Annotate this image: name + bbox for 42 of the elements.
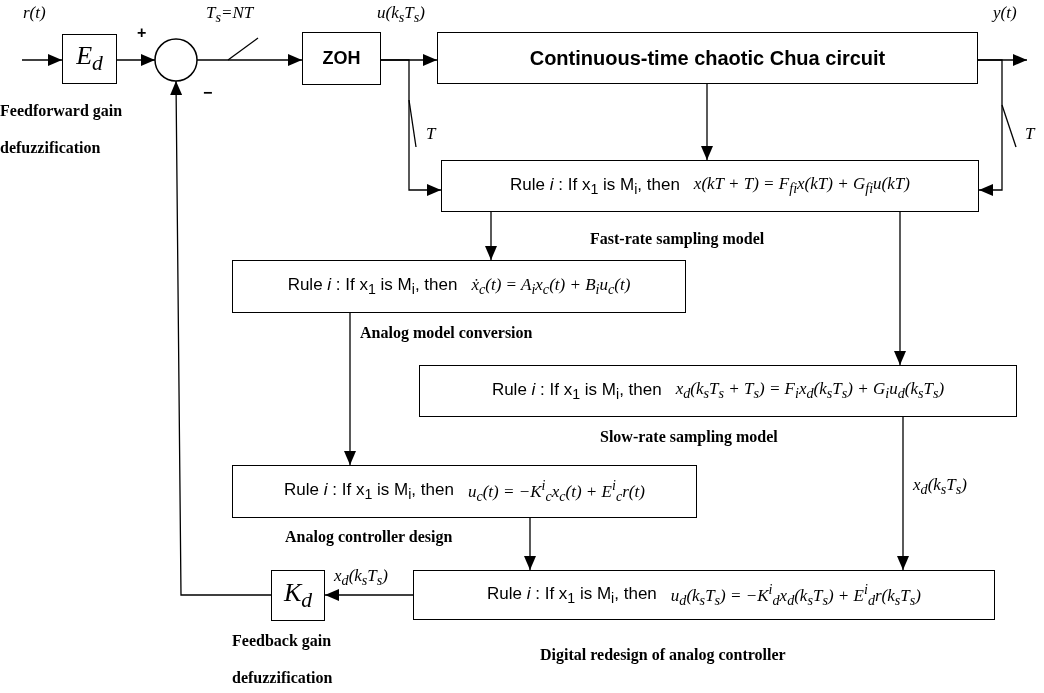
equation: u$_{c}$(t) = −K$^{i}$$_{c}$x$_{c}$(t) + E$^{i}$$_{c}$r(t) (467, 477, 645, 506)
arrow (897, 416, 909, 571)
arrow (21, 54, 63, 66)
plant-block (437, 32, 978, 84)
block-caption: Slow-rate sampling model (600, 427, 779, 448)
block-label: K$_{d}$ (283, 577, 313, 614)
arrow (170, 80, 272, 596)
block-label: Rule i : If x$_{1}$ is M$_{i}$, then (284, 480, 454, 503)
equation: u$_{d}$(k$_{s}$T$_{s}$) = −K$^{i}$$_{d}$x$_{d}$(k$_{s}$T$_{s}$) + E$^{i}$$_{d}$r(k$_{s}$T$_{s}$) (670, 580, 921, 609)
sign-label: + (137, 24, 147, 42)
arrow (524, 517, 536, 571)
block-caption: Fast-rate sampling model (590, 229, 766, 250)
arrow (380, 59, 442, 196)
block-caption: Feedforward gain defuzzification (0, 101, 124, 158)
edge-label: y(t) (992, 3, 1018, 23)
sign-label: − (203, 84, 213, 102)
block-label: ZOH (322, 48, 361, 69)
zoh-block (302, 32, 381, 85)
gain-block (271, 570, 325, 621)
block-caption: Feedback gain defuzzification (232, 631, 334, 688)
gain-block (62, 34, 117, 84)
arrow (485, 211, 497, 261)
arrow (196, 54, 303, 66)
block-label: E$_{d}$ (76, 41, 103, 77)
block-caption: Analog controller design (285, 527, 454, 548)
equation: x(kT + T) = F$_{fi}$x(kT) + G$_{fi}$u(kT) (693, 174, 910, 198)
block-label: Rule i : If x$_{1}$ is M$_{i}$, then (487, 583, 657, 607)
block-caption: Digital redesign of analog controller (540, 645, 787, 666)
block-label: Rule i : If x$_{1}$ is M$_{i}$, then (287, 275, 458, 298)
edge-label: r(t) (22, 3, 47, 23)
equation: x$_{d}$(k$_{s}$T$_{s}$ + T$_{s}$) = F$_{i}$x$_{d}$(k$_{s}$T$_{s}$) + G$_{i}$u$_{d}$(k$_{s}$T$_{s}$) (675, 379, 945, 403)
block-caption: Analog model conversion (360, 323, 534, 344)
arrow (344, 312, 356, 466)
equation: ẋ$_{c}$(t) = A$_{i}$x$_{c}$(t) + B$_{i}$u$_{c}$(t) (471, 274, 631, 299)
arrow (116, 54, 156, 66)
arrow (701, 83, 713, 161)
arrow (324, 589, 414, 601)
block-label: Rule i : If x$_{1}$ is M$_{i}$, then (491, 379, 662, 403)
arrow (977, 59, 1003, 196)
block-label: Rule i : If x$_{1}$ is M$_{i}$, then (510, 174, 680, 198)
block-label: Continuous-time chaotic Chua circuit (529, 46, 886, 70)
arrow (894, 211, 906, 366)
